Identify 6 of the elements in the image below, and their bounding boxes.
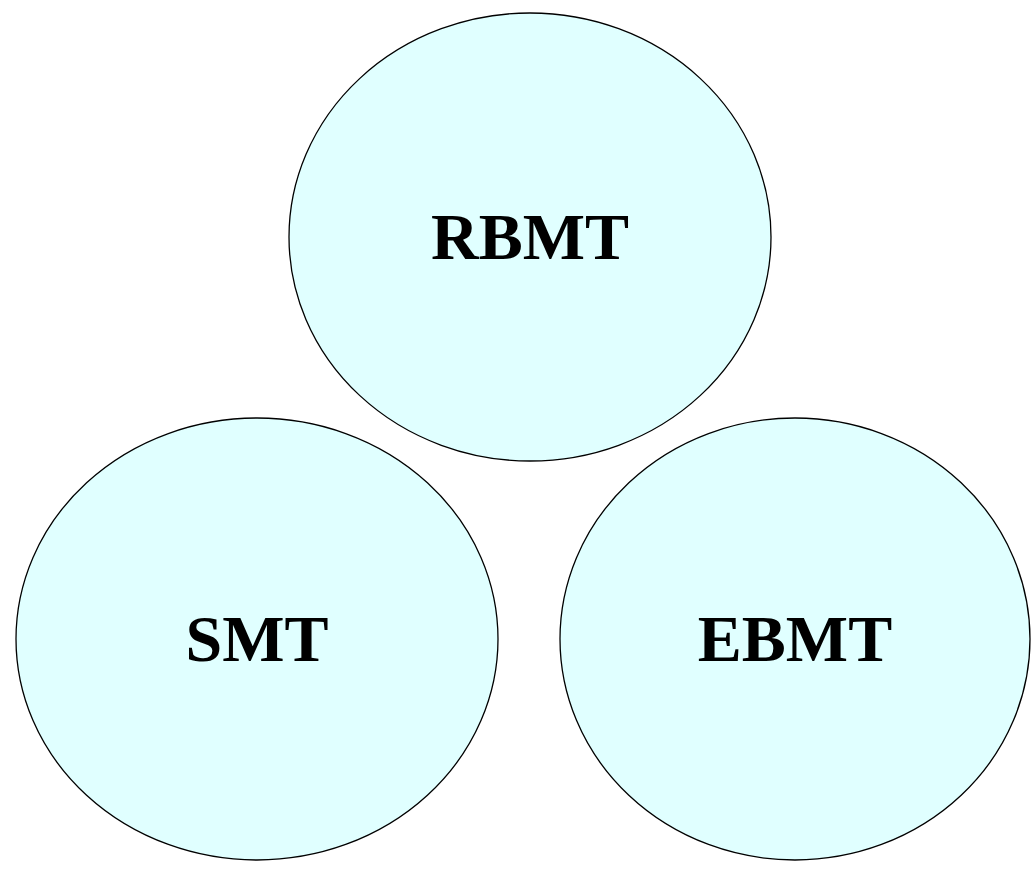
node-label: EBMT xyxy=(697,601,893,677)
ellipse-node xyxy=(15,417,499,861)
ellipse-node xyxy=(559,417,1031,861)
node-label: SMT xyxy=(185,601,329,677)
node-label: RBMT xyxy=(431,199,629,275)
ellipse-node xyxy=(288,12,772,462)
